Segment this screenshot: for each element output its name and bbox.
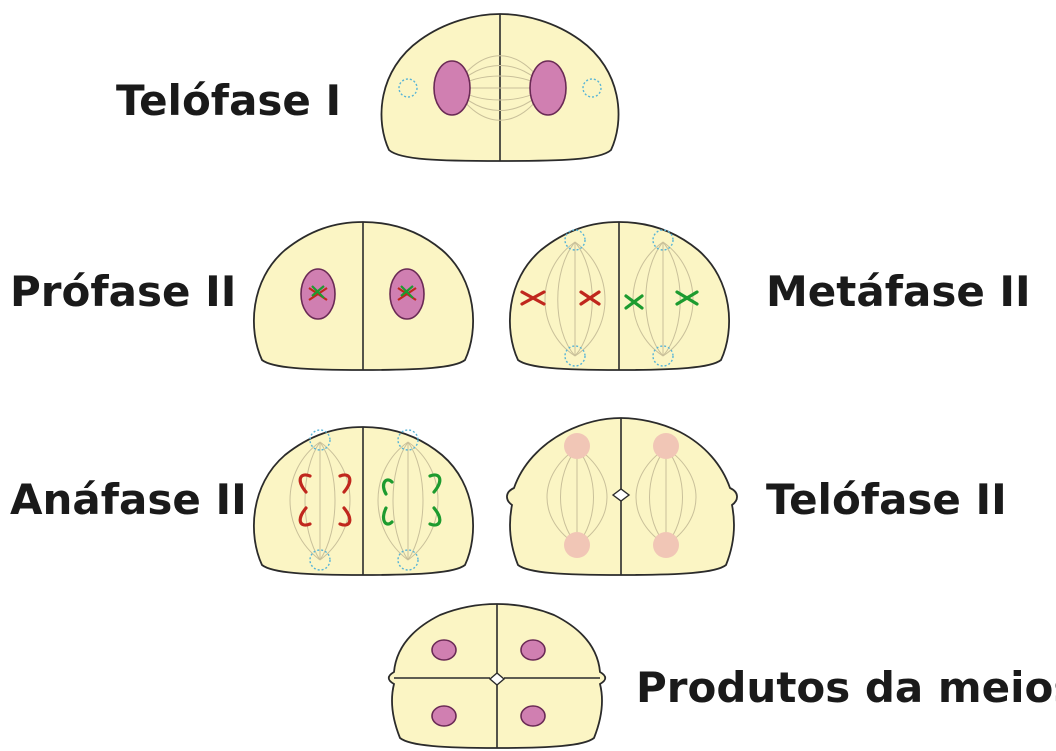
nucleus-top-left	[432, 640, 456, 660]
nucleus-forming-top-right	[653, 433, 679, 459]
cell-anafase-ii	[254, 427, 473, 575]
label-metafase-ii: Metáfase II	[766, 267, 1031, 316]
nucleus-right	[530, 61, 566, 115]
cell-produtos-da-meiose	[389, 604, 606, 748]
nucleus-top-right	[521, 640, 545, 660]
cell-profase-ii	[254, 222, 473, 370]
nucleus-forming-bottom-left	[564, 532, 590, 558]
nucleus-forming-bottom-right	[653, 532, 679, 558]
nucleus-bottom-right	[521, 706, 545, 726]
nucleus-forming-top-left	[564, 433, 590, 459]
label-telofase-ii: Telófase II	[766, 475, 1007, 524]
cell-telofase-ii	[507, 418, 737, 575]
label-produtos-da-meiose: Produtos da meiose	[636, 663, 1056, 712]
label-anafase-ii: Anáfase II	[10, 475, 247, 524]
nucleus-left	[434, 61, 470, 115]
label-profase-ii: Prófase II	[10, 267, 236, 316]
cell-telofase-i	[381, 14, 618, 161]
label-telofase-i: Telófase I	[116, 76, 341, 125]
nucleus-bottom-left	[432, 706, 456, 726]
cell-metafase-ii	[510, 222, 729, 370]
